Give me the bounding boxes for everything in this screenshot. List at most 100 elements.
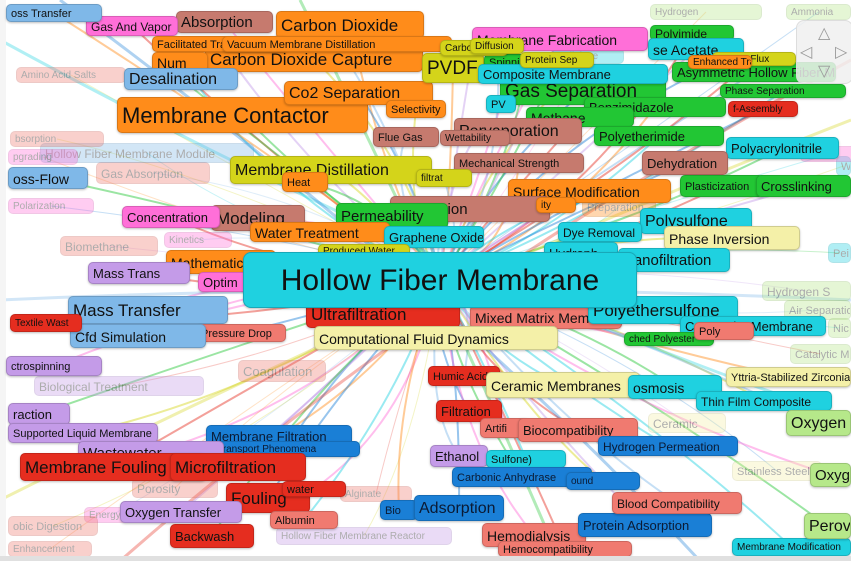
keyword-node[interactable]: Artifi <box>480 418 530 438</box>
keyword-node[interactable]: Hemocompatibility <box>498 541 632 557</box>
keyword-node[interactable]: Kinetics <box>164 232 232 248</box>
keyword-node[interactable]: Phase Separation <box>720 84 846 98</box>
keyword-node[interactable]: Oxyge <box>810 463 851 487</box>
keyword-node[interactable]: ctrospinning <box>6 356 102 376</box>
keyword-node[interactable]: Dehydration <box>642 151 728 175</box>
keyword-node[interactable]: Water Treatment <box>250 222 390 242</box>
keyword-node[interactable]: Coagulation <box>238 360 326 382</box>
keyword-node[interactable]: Polyacrylonitrile <box>726 137 839 159</box>
keyword-node[interactable]: Yttria-Stabilized Zirconia <box>726 367 851 387</box>
keyword-node[interactable]: Protein Adsorption <box>578 513 712 537</box>
keyword-node[interactable]: Ammonia <box>786 4 851 20</box>
keyword-node[interactable]: Hydrogen S <box>762 281 851 301</box>
keyword-node[interactable]: Sulfone) <box>486 450 566 468</box>
keyword-node[interactable]: ched Polyester <box>624 332 714 346</box>
keyword-node[interactable]: Crosslinking <box>756 175 851 197</box>
keyword-node[interactable]: Cfd Simulation <box>70 324 206 348</box>
keyword-node[interactable]: Polarization <box>8 198 94 214</box>
keyword-node[interactable]: Catalytic M <box>790 344 851 364</box>
keyword-node[interactable]: Membrane Modification <box>732 538 851 556</box>
keyword-node[interactable]: f-Assembly <box>728 101 798 117</box>
keyword-node[interactable]: Hydrogen <box>650 4 762 20</box>
keyword-node[interactable]: raction <box>8 403 70 425</box>
keyword-node[interactable]: Protein Sep <box>520 52 594 68</box>
keyword-node[interactable]: Mass Transfer <box>68 296 228 324</box>
keyword-node[interactable]: Biological Treatment <box>34 376 204 396</box>
keyword-node[interactable]: Diffusion <box>470 38 524 54</box>
keyword-node[interactable]: filtrat <box>416 169 472 187</box>
keyword-node[interactable]: Humic Acid <box>428 366 500 386</box>
keyword-node[interactable]: Stainless Steel <box>732 461 822 481</box>
keyword-node[interactable]: Membrane Distillation <box>230 156 432 184</box>
keyword-node[interactable]: Filtration <box>436 400 502 422</box>
keyword-node[interactable]: Air Separation <box>784 300 851 320</box>
keyword-node[interactable]: Gas And Vapor <box>86 16 178 36</box>
left-scroll-edge <box>0 0 6 561</box>
graph-edge <box>439 71 755 281</box>
keyword-node[interactable]: Computational Fluid Dynamics <box>314 326 558 350</box>
pan-right-icon[interactable]: ▷ <box>835 44 848 61</box>
navigation-control[interactable]: △ ▽ ◁ ▷ <box>796 20 851 84</box>
keyword-node[interactable]: Ceramic <box>648 413 726 433</box>
keyword-node[interactable]: Desalination <box>124 68 238 90</box>
keyword-node[interactable]: Carbon Dioxide <box>276 11 424 39</box>
keyword-node[interactable]: Hollow Fiber Membrane Reactor <box>276 527 452 545</box>
keyword-node[interactable]: Hollow Fiber Membrane Module <box>40 143 254 163</box>
keyword-node[interactable]: Enhanced Tra <box>688 55 752 69</box>
keyword-node[interactable]: ity <box>536 197 576 213</box>
central-node-hollow-fiber-membrane[interactable]: Hollow Fiber Membrane <box>243 252 637 308</box>
keyword-node[interactable]: Hydrogen Permeation <box>598 436 738 456</box>
keyword-node[interactable]: Adsorption <box>414 495 504 521</box>
keyword-node[interactable]: Concentration <box>122 206 220 228</box>
keyword-node[interactable]: oss Transfer <box>6 4 102 22</box>
keyword-node[interactable]: obic Digestion <box>8 516 98 536</box>
keyword-node[interactable]: Plasticization <box>680 175 764 197</box>
keyword-node[interactable]: Mechanical Strength <box>454 153 584 173</box>
keyword-node[interactable]: ound <box>566 472 640 490</box>
keyword-node[interactable]: Biomethane <box>60 236 158 256</box>
pan-down-icon[interactable]: ▽ <box>818 63 831 80</box>
keyword-node[interactable]: PV <box>486 95 516 113</box>
keyword-node[interactable]: Ethanol <box>430 445 488 467</box>
keyword-node[interactable]: Supported Liquid Membrane <box>8 423 158 443</box>
keyword-node[interactable]: bsorption <box>10 131 104 147</box>
keyword-node[interactable]: Perov <box>804 513 851 539</box>
keyword-node[interactable]: Backwash <box>170 524 254 548</box>
keyword-node[interactable]: Textile Wast <box>10 314 82 332</box>
keyword-node[interactable]: Nic <box>828 318 851 338</box>
keyword-node[interactable]: Dye Removal <box>558 222 642 242</box>
keyword-node[interactable]: Bio <box>380 500 418 520</box>
keyword-node[interactable]: PVDF <box>422 53 484 83</box>
keyword-node[interactable]: Oxygen Transfer <box>120 501 242 523</box>
keyword-node[interactable]: Pei <box>828 243 851 263</box>
keyword-node[interactable]: Thin Film Composite <box>696 391 832 411</box>
keyword-node[interactable]: Blood Compatibility <box>612 492 742 514</box>
keyword-node[interactable]: Flue Gas <box>373 127 439 147</box>
keyword-node[interactable]: Mass Trans <box>88 262 190 284</box>
keyword-node[interactable]: Oxygen <box>786 410 851 436</box>
keyword-node[interactable]: Poly <box>694 322 754 340</box>
pan-up-icon[interactable]: △ <box>818 25 831 42</box>
keyword-node[interactable]: Enhancement <box>8 541 92 557</box>
keyword-node[interactable]: water <box>282 481 346 497</box>
keyword-node[interactable]: Wettability <box>440 130 510 146</box>
keyword-node[interactable]: Selectivity <box>386 100 446 118</box>
pan-left-icon[interactable]: ◁ <box>800 44 813 61</box>
keyword-node[interactable]: Microfiltration <box>170 453 306 481</box>
keyword-node[interactable]: Graphene Oxide <box>384 226 484 248</box>
keyword-node[interactable]: oss-Flow <box>8 167 88 189</box>
keyword-node[interactable]: Polyetherimide <box>594 126 724 146</box>
keyword-node[interactable]: Heat <box>282 172 328 192</box>
keyword-node[interactable]: Phase Inversion <box>664 226 800 250</box>
keyword-node[interactable]: Polyimide <box>650 25 734 41</box>
keyword-node[interactable]: Ceramic Membranes <box>486 372 640 398</box>
keyword-node[interactable]: Vacuum Membrane Distillation <box>222 36 452 52</box>
keyword-node[interactable]: Porosity <box>132 478 218 498</box>
keyword-node[interactable]: Albumin <box>270 511 338 529</box>
keyword-node[interactable]: pgrading <box>8 149 78 165</box>
keyword-node[interactable]: Pressure Drop <box>196 324 286 342</box>
keyword-node[interactable]: Amino Acid Salts <box>16 67 126 83</box>
keyword-node[interactable]: Gas Absorption <box>96 162 210 184</box>
keyword-node[interactable]: Absorption <box>176 11 273 33</box>
